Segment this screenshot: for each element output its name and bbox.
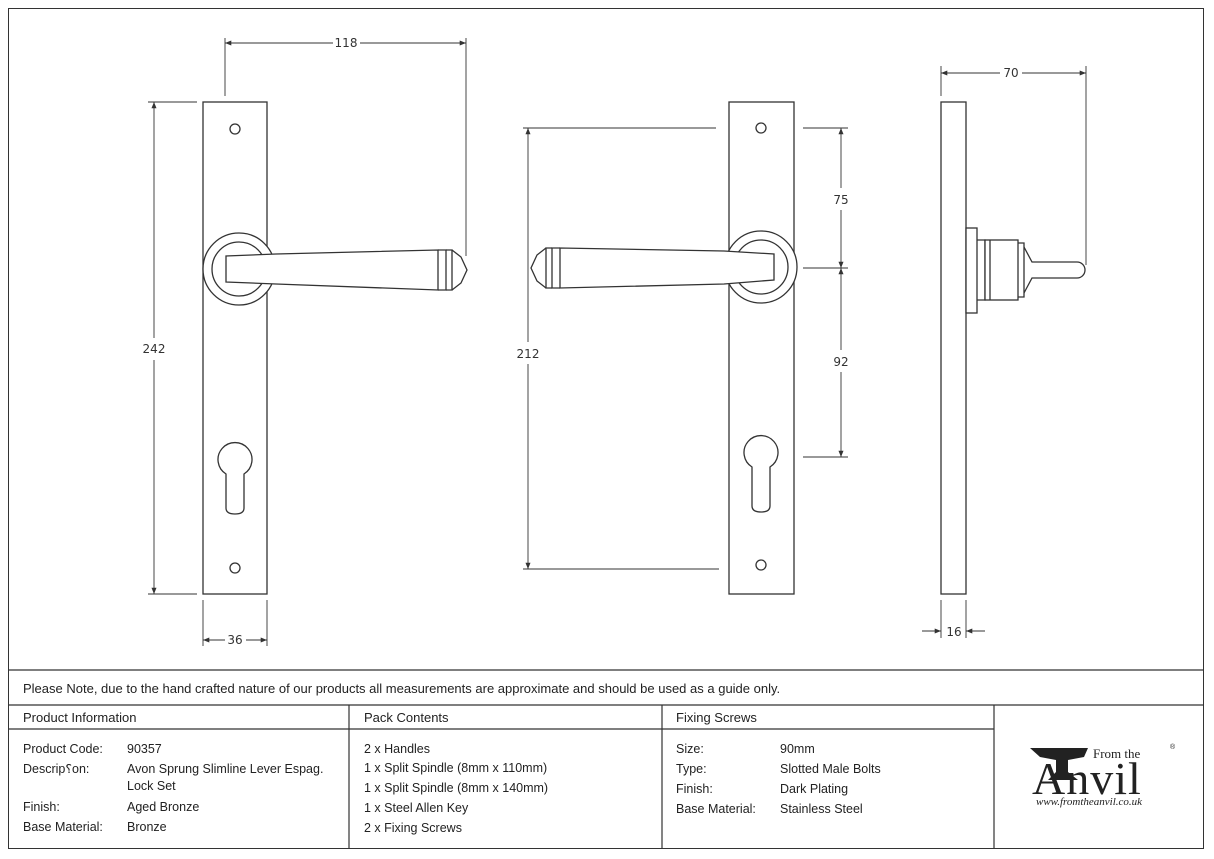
dim-36: 36 bbox=[227, 633, 242, 647]
pack-item: 2 x Fixing Screws bbox=[364, 821, 462, 835]
front-view-left bbox=[202, 101, 468, 595]
product-code-value: 90357 bbox=[127, 742, 162, 756]
logo-url: www.fromtheanvil.co.uk bbox=[1036, 796, 1143, 808]
description-value-line2: Lock Set bbox=[127, 779, 176, 793]
dim-75: 75 bbox=[833, 193, 848, 207]
logo-anvil-wordmark: Anvil bbox=[1032, 753, 1142, 804]
screw-type-value: Slotted Male Bolts bbox=[780, 762, 881, 776]
dim-212: 212 bbox=[517, 347, 540, 361]
product-info-title: Product Information bbox=[23, 710, 137, 725]
description-value: Avon Sprung Slimline Lever Espag. bbox=[127, 762, 324, 776]
pack-item: 1 x Split Spindle (8mm x 140mm) bbox=[364, 781, 549, 795]
screw-material-label: Base Material: bbox=[676, 802, 756, 816]
base-material-value: Bronze bbox=[127, 820, 167, 834]
pack-item: 2 x Handles bbox=[364, 742, 431, 756]
finish-label: Finish: bbox=[23, 800, 60, 814]
screw-size-label: Size: bbox=[676, 742, 704, 756]
screw-size-value: 90mm bbox=[780, 742, 815, 756]
side-view bbox=[940, 101, 1086, 595]
front-view-left-dimensions bbox=[148, 38, 467, 646]
pack-item: 1 x Steel Allen Key bbox=[364, 801, 469, 815]
drawing-frame bbox=[8, 8, 1204, 849]
dim-242: 242 bbox=[143, 342, 166, 356]
pack-item: 1 x Split Spindle (8mm x 110mm) bbox=[364, 761, 548, 775]
product-code-label: Product Code: bbox=[23, 742, 103, 756]
screw-material-value: Stainless Steel bbox=[780, 802, 863, 816]
dim-92: 92 bbox=[833, 355, 848, 369]
disclaimer-note: Please Note, due to the hand crafted nat… bbox=[23, 681, 781, 696]
description-label: Descrip⸮on: bbox=[23, 762, 90, 776]
dim-118: 118 bbox=[335, 36, 358, 50]
logo-from-the: From the bbox=[1093, 746, 1141, 761]
anvil-icon bbox=[1030, 748, 1088, 780]
logo-registered-mark: ® bbox=[1170, 744, 1176, 751]
pack-contents-title: Pack Contents bbox=[364, 710, 449, 725]
front-view-right-dimensions bbox=[523, 127, 848, 570]
dim-70: 70 bbox=[1003, 66, 1018, 80]
screw-type-label: Type: bbox=[676, 762, 707, 776]
front-view-right bbox=[530, 101, 798, 595]
finish-value: Aged Bronze bbox=[127, 800, 200, 814]
screw-finish-label: Finish: bbox=[676, 782, 713, 796]
table-grid bbox=[9, 669, 1204, 849]
base-material-label: Base Material: bbox=[23, 820, 103, 834]
side-view-dimensions bbox=[922, 66, 1087, 638]
fixing-screws-title: Fixing Screws bbox=[676, 710, 757, 725]
screw-finish-value: Dark Plating bbox=[780, 782, 849, 796]
dim-16: 16 bbox=[946, 625, 961, 639]
